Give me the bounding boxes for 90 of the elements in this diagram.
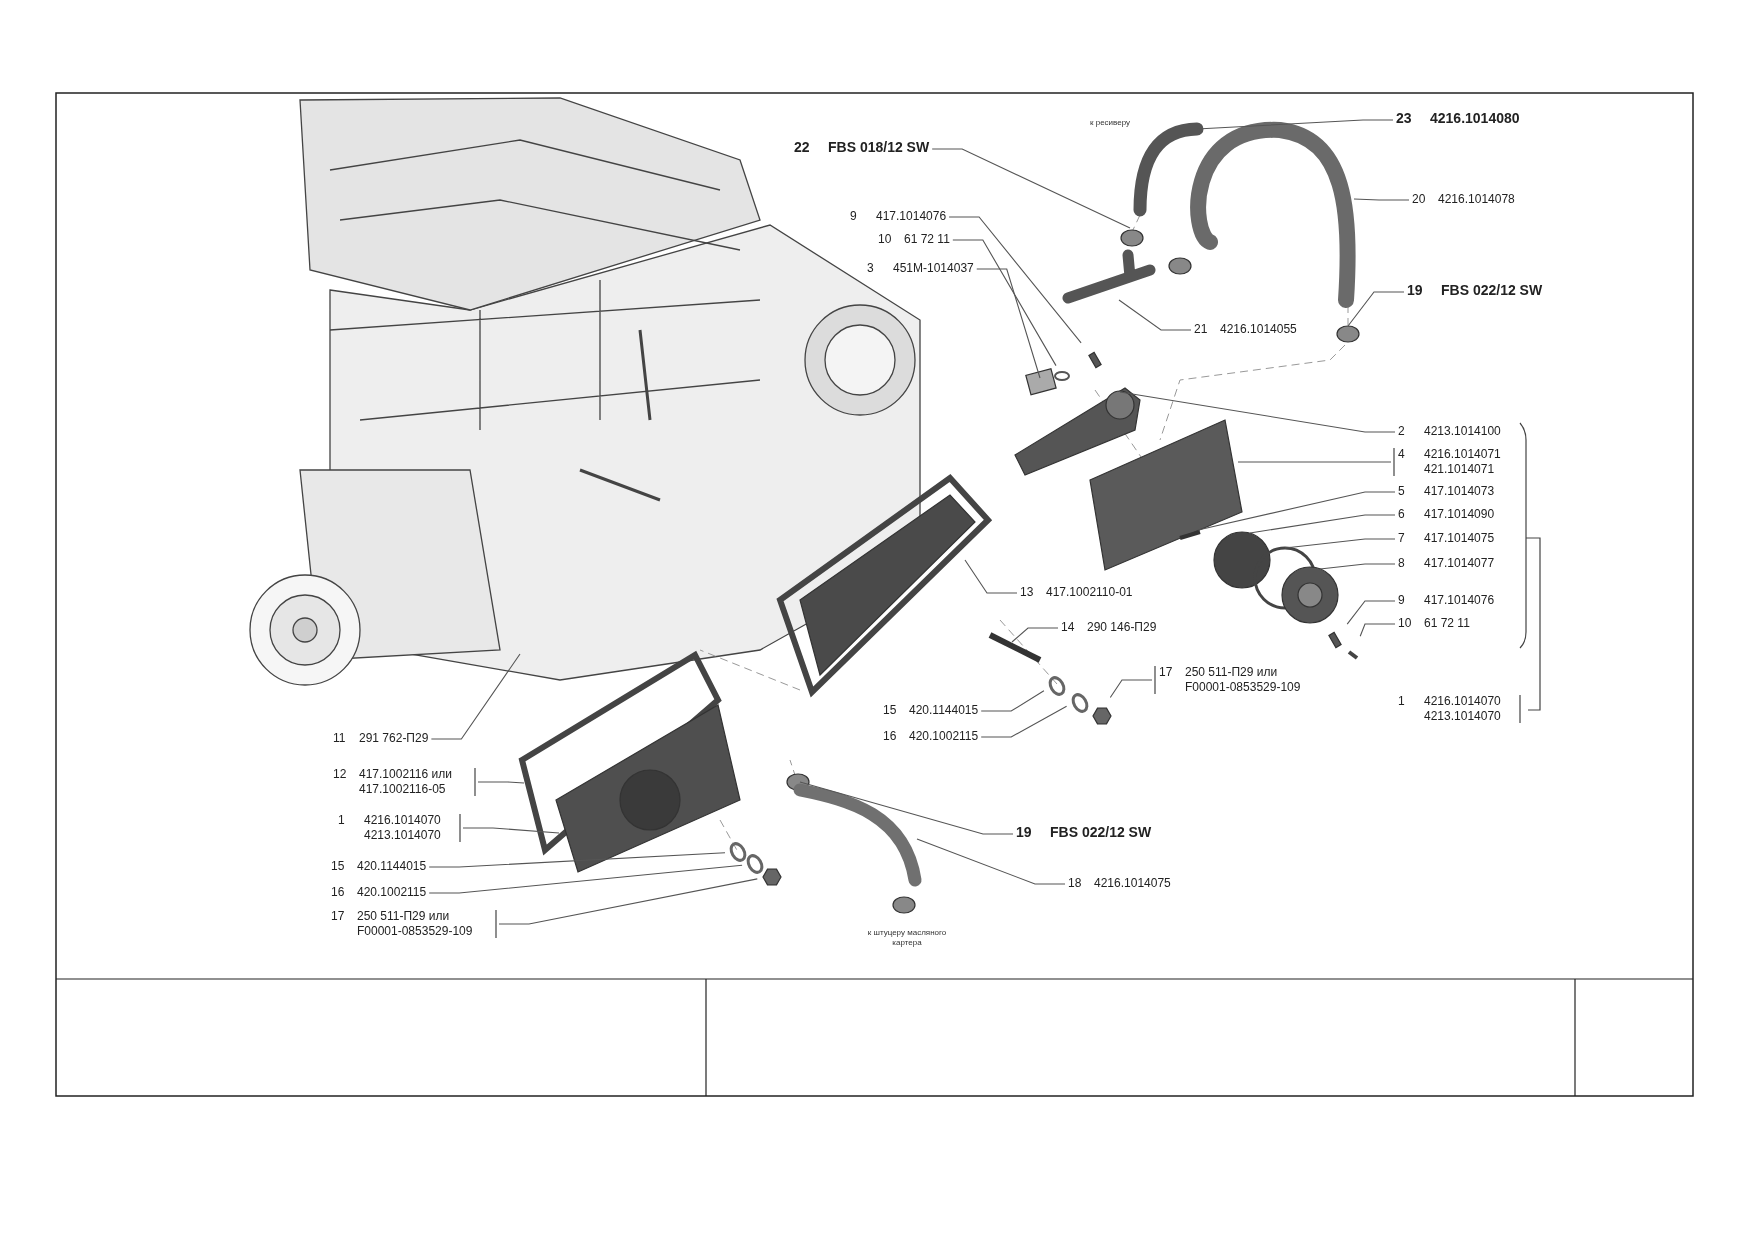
part-number: FBS 022/12 SW xyxy=(1441,283,1543,298)
leader-line xyxy=(980,705,1068,738)
part-number: 417.1014075 xyxy=(1424,531,1495,546)
callout-number: 15 xyxy=(331,859,346,874)
part-number: 250 511-П29 или F00001-0853529-109 xyxy=(357,909,474,939)
part-number: 4216.1014070 4213.1014070 xyxy=(1424,694,1502,724)
part-number: 61 72 11 xyxy=(904,232,950,247)
callout-number: 17 xyxy=(1159,665,1174,680)
callout-number: 2 xyxy=(1398,424,1406,439)
part-number: 291 762-П29 xyxy=(359,731,429,746)
leader-line xyxy=(976,268,1041,379)
leader-line xyxy=(1284,538,1396,549)
callout-number: 1 xyxy=(1398,694,1406,709)
leader-line xyxy=(980,690,1045,712)
callout-number: 21 xyxy=(1194,322,1209,337)
leader-line xyxy=(1319,563,1396,570)
leader-line xyxy=(1197,491,1396,531)
callout-number: 17 xyxy=(331,909,346,924)
part-number: 420.1144015 xyxy=(357,859,427,874)
part-number: 417.1002110-01 xyxy=(1046,585,1133,600)
note-text: к ресиверу xyxy=(1088,118,1132,128)
leader-line xyxy=(498,878,758,925)
part-number: FBS 018/12 SW xyxy=(828,140,930,155)
leader-line xyxy=(428,852,726,868)
leader-line xyxy=(948,216,1082,344)
callout-number: 1 xyxy=(338,813,346,828)
leader-line xyxy=(1119,391,1396,433)
part-number: 4213.1014100 xyxy=(1424,424,1501,439)
leader-line xyxy=(931,148,1131,229)
leader-line xyxy=(964,559,1018,594)
callout-number: 22 xyxy=(794,140,811,155)
leader-line xyxy=(430,653,521,740)
leader-line xyxy=(1346,600,1396,625)
part-number: 417.1014076 xyxy=(1424,593,1495,608)
leader-line xyxy=(952,239,1057,367)
leader-line xyxy=(1109,679,1153,699)
leader-line xyxy=(799,781,1014,835)
callout-number: 16 xyxy=(331,885,346,900)
part-number: 420.1002115 xyxy=(357,885,427,900)
part-number: 4216.1014071 421.1014071 xyxy=(1424,447,1502,477)
leader-line xyxy=(1353,198,1410,201)
callout-number: 10 xyxy=(1398,616,1413,631)
note-text: к штуцеру масляного картера xyxy=(866,928,948,948)
callout-number: 6 xyxy=(1398,507,1406,522)
callout-number: 23 xyxy=(1396,111,1413,126)
part-number: 451M-1014037 xyxy=(893,261,974,276)
leader-line xyxy=(1249,514,1396,534)
callout-number: 16 xyxy=(883,729,898,744)
callout-number: 18 xyxy=(1068,876,1083,891)
part-number: 4216.1014078 xyxy=(1438,192,1515,207)
leader-line xyxy=(1359,623,1396,637)
part-number: 420.1144015 xyxy=(909,703,979,718)
part-number: 4216.1014055 xyxy=(1220,322,1297,337)
leader-line xyxy=(1118,299,1192,331)
leader-line xyxy=(916,838,1066,885)
callout-number: 4 xyxy=(1398,447,1406,462)
part-number: 4216.1014070 4213.1014070 xyxy=(364,813,442,843)
part-number: 290 146-П29 xyxy=(1087,620,1157,635)
callout-number: 5 xyxy=(1398,484,1406,499)
part-number: 417.1014077 xyxy=(1424,556,1495,571)
callout-number: 15 xyxy=(883,703,898,718)
leader-line xyxy=(1011,627,1059,643)
callout-number: 12 xyxy=(333,767,348,782)
callout-number: 10 xyxy=(878,232,893,247)
callout-number: 19 xyxy=(1016,825,1033,840)
part-number: FBS 022/12 SW xyxy=(1050,825,1152,840)
callout-number: 20 xyxy=(1412,192,1427,207)
leader-line xyxy=(1237,461,1392,463)
callout-number: 9 xyxy=(850,209,858,224)
part-number: 61 72 11 xyxy=(1424,616,1470,631)
part-number: 250 511-П29 или F00001-0853529-109 xyxy=(1185,665,1302,695)
leader-line xyxy=(462,827,560,834)
callout-number: 13 xyxy=(1020,585,1035,600)
callout-number: 8 xyxy=(1398,556,1406,571)
part-number: 420.1002115 xyxy=(909,729,979,744)
leader-line xyxy=(477,781,525,784)
part-number: 417.1014073 xyxy=(1424,484,1495,499)
leader-line xyxy=(428,864,743,894)
callout-number: 19 xyxy=(1407,283,1424,298)
part-number: 4216.1014075 xyxy=(1094,876,1171,891)
callout-number: 14 xyxy=(1061,620,1076,635)
callout-number: 9 xyxy=(1398,593,1406,608)
part-number: 417.1002116 или 417.1002116-05 xyxy=(359,767,453,797)
callout-number: 11 xyxy=(333,731,347,746)
callout-number: 3 xyxy=(867,261,875,276)
part-number: 417.1014090 xyxy=(1424,507,1495,522)
callout-number: 7 xyxy=(1398,531,1406,546)
part-number: 4216.1014080 xyxy=(1430,111,1520,126)
part-number: 417.1014076 xyxy=(876,209,947,224)
leader-line xyxy=(1347,291,1405,327)
